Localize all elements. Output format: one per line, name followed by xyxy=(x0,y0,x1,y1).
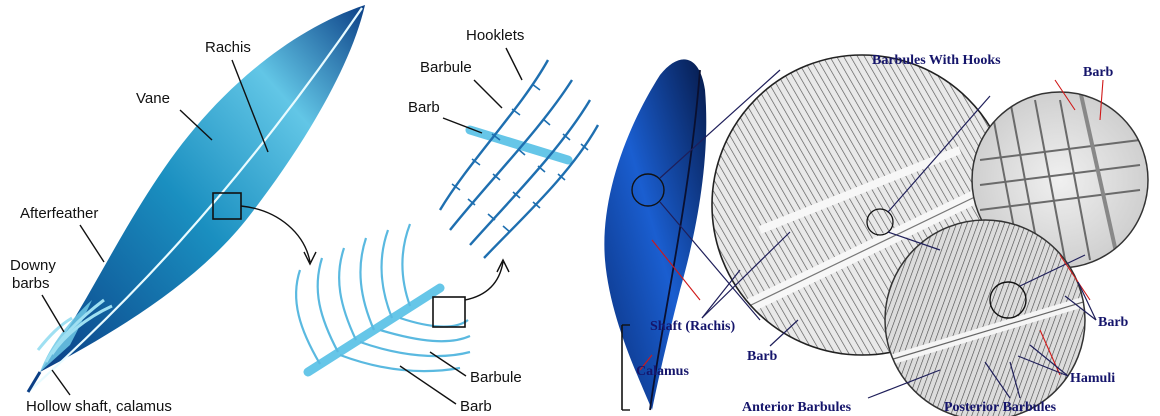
label-barb-middle: Barb xyxy=(747,349,778,364)
label-vane: Vane xyxy=(136,90,170,107)
label-downy-barbs-line1: Downy xyxy=(10,257,56,274)
label-hollow-shaft: Hollow shaft, calamus xyxy=(26,398,172,415)
right-feather xyxy=(604,59,706,410)
label-barb-bottom: Barb xyxy=(460,398,492,415)
detail-box-2 xyxy=(433,297,465,327)
zoom-arrow-1 xyxy=(241,206,310,262)
zoom-arrow-2 xyxy=(465,262,503,300)
label-hamuli: Hamuli xyxy=(1070,371,1115,386)
label-barb-right: Barb xyxy=(1098,315,1129,330)
label-downy-barbs-line2: barbs xyxy=(12,275,50,292)
label-shaft-rachis: Shaft (Rachis) xyxy=(650,319,736,334)
left-feather xyxy=(28,5,365,392)
label-posterior-barbules: Posterior Barbules xyxy=(944,400,1057,415)
label-afterfeather: Afterfeather xyxy=(20,205,98,222)
barb-cluster xyxy=(296,224,470,372)
label-barbule-bottom: Barbule xyxy=(470,369,522,386)
label-rachis: Rachis xyxy=(205,39,251,56)
label-barb-top-right: Barb xyxy=(1083,65,1114,80)
label-barbules-with-hooks: Barbules With Hooks xyxy=(872,53,1001,68)
label-anterior-barbules: Anterior Barbules xyxy=(742,400,852,415)
label-calamus: Calamus xyxy=(636,364,689,379)
label-barbule-top: Barbule xyxy=(420,59,472,76)
label-hooklets: Hooklets xyxy=(466,27,524,44)
hooklet-detail xyxy=(440,60,598,258)
label-barb-top: Barb xyxy=(408,99,440,116)
